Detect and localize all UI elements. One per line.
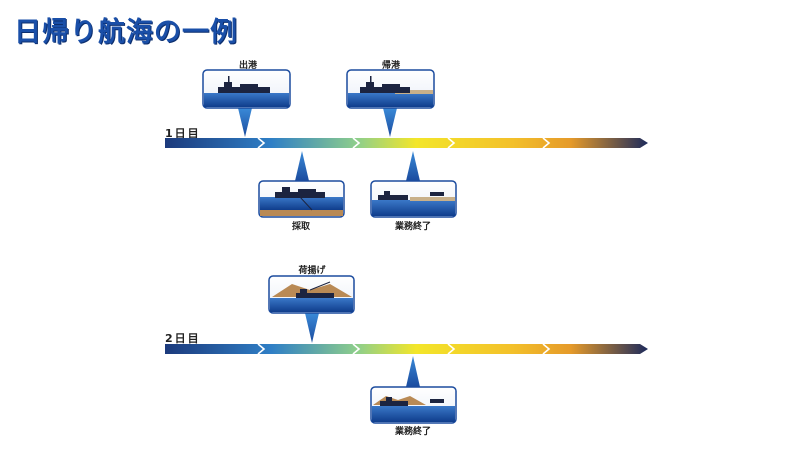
panel-label-collect: 採取 xyxy=(291,222,310,232)
day-2-label: 2日目 xyxy=(165,332,201,345)
panel-return xyxy=(346,69,435,137)
panel-label-unload: 荷揚げ xyxy=(298,266,326,276)
panel-finish-1 xyxy=(370,151,457,218)
day-1-label: 1日目 xyxy=(165,127,201,140)
panel-label-departure: 出港 xyxy=(238,61,257,71)
panel-label-return: 帰港 xyxy=(381,61,400,71)
panel-departure xyxy=(202,69,291,137)
page-title: 日帰り航海の一例 xyxy=(14,17,238,48)
panel-collect xyxy=(258,151,345,218)
panel-label-finish-2: 業務終了 xyxy=(394,427,431,437)
panel-label-finish-1: 業務終了 xyxy=(394,222,431,232)
panel-finish-2 xyxy=(370,356,457,424)
timeline-arrow-day-2 xyxy=(165,343,648,355)
timeline-arrow-day-1 xyxy=(165,137,648,149)
panel-unload xyxy=(268,275,355,343)
